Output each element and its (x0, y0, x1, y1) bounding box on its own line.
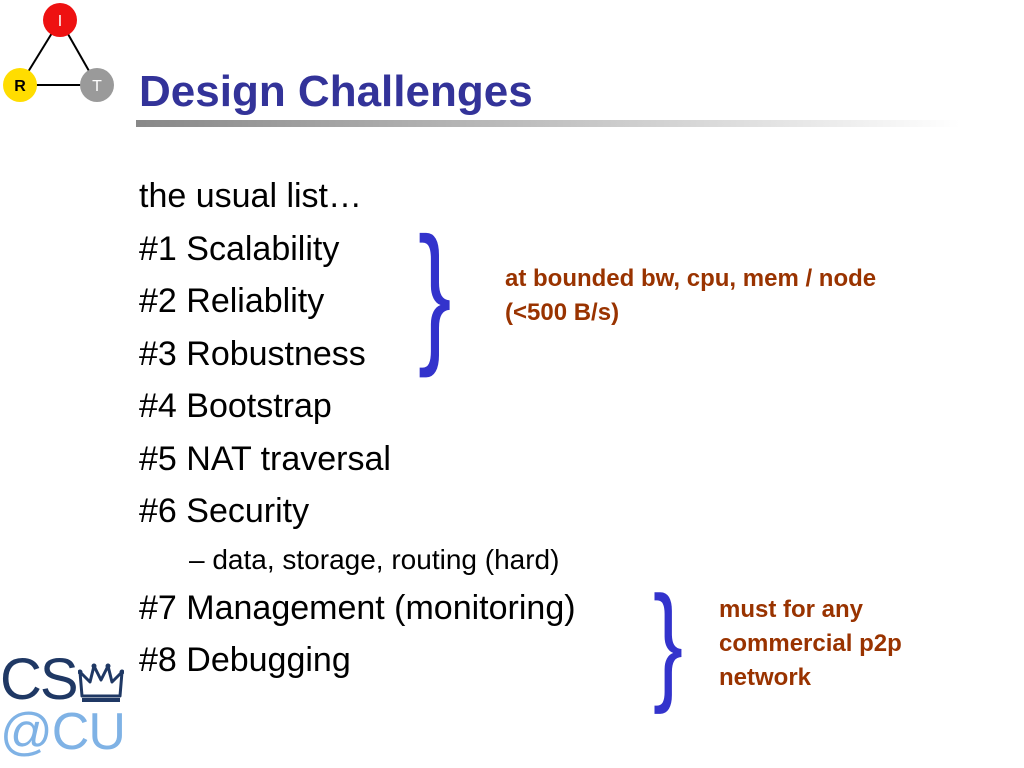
list-item: #1 Scalability (139, 229, 340, 268)
list-item: #7 Management (monitoring) (139, 588, 576, 627)
irt-logo-node-i (43, 3, 77, 37)
annotation-bounded-resources: at bounded bw, cpu, mem / node (<500 B/s… (505, 262, 876, 330)
annotation-line: commercial p2p (719, 630, 902, 657)
title-underline (136, 120, 960, 127)
annotation-line: network (719, 664, 812, 691)
irt-logo: I R T (3, 3, 114, 102)
list-item: #6 Security (139, 492, 310, 530)
cu-logo-text: @CU (0, 703, 126, 761)
irt-logo-label-i: I (58, 13, 62, 30)
list-item: #4 Bootstrap (139, 387, 332, 425)
list-item: #3 Robustness (139, 334, 366, 373)
slide-title: Design Challenges (139, 67, 533, 116)
right-brace-icon: } (653, 570, 684, 716)
crown-icon (78, 663, 124, 702)
list-item: #8 Debugging (139, 641, 351, 679)
list-item: #2 Reliablity (139, 282, 325, 320)
cs-logo-text: CS (0, 647, 79, 712)
irt-logo-label-t: T (92, 78, 102, 95)
list-item: #5 NAT traversal (139, 439, 391, 478)
challenge-list: the usual list… #1 Scalability #2 Reliab… (139, 170, 576, 687)
irt-logo-node-r (3, 68, 37, 102)
sub-list-item: – data, storage, routing (hard) (189, 543, 560, 575)
annotation-line: at bounded bw, cpu, mem / node (505, 265, 877, 292)
irt-logo-node-t (80, 68, 114, 102)
annotation-line: must for any (719, 596, 864, 623)
irt-logo-label-r: R (14, 78, 26, 95)
list-item: the usual list… (139, 177, 362, 215)
annotation-line: (<500 B/s) (505, 299, 620, 326)
annotation-commercial: must for any commercial p2p network (719, 593, 902, 695)
right-brace-icon: } (418, 205, 452, 380)
